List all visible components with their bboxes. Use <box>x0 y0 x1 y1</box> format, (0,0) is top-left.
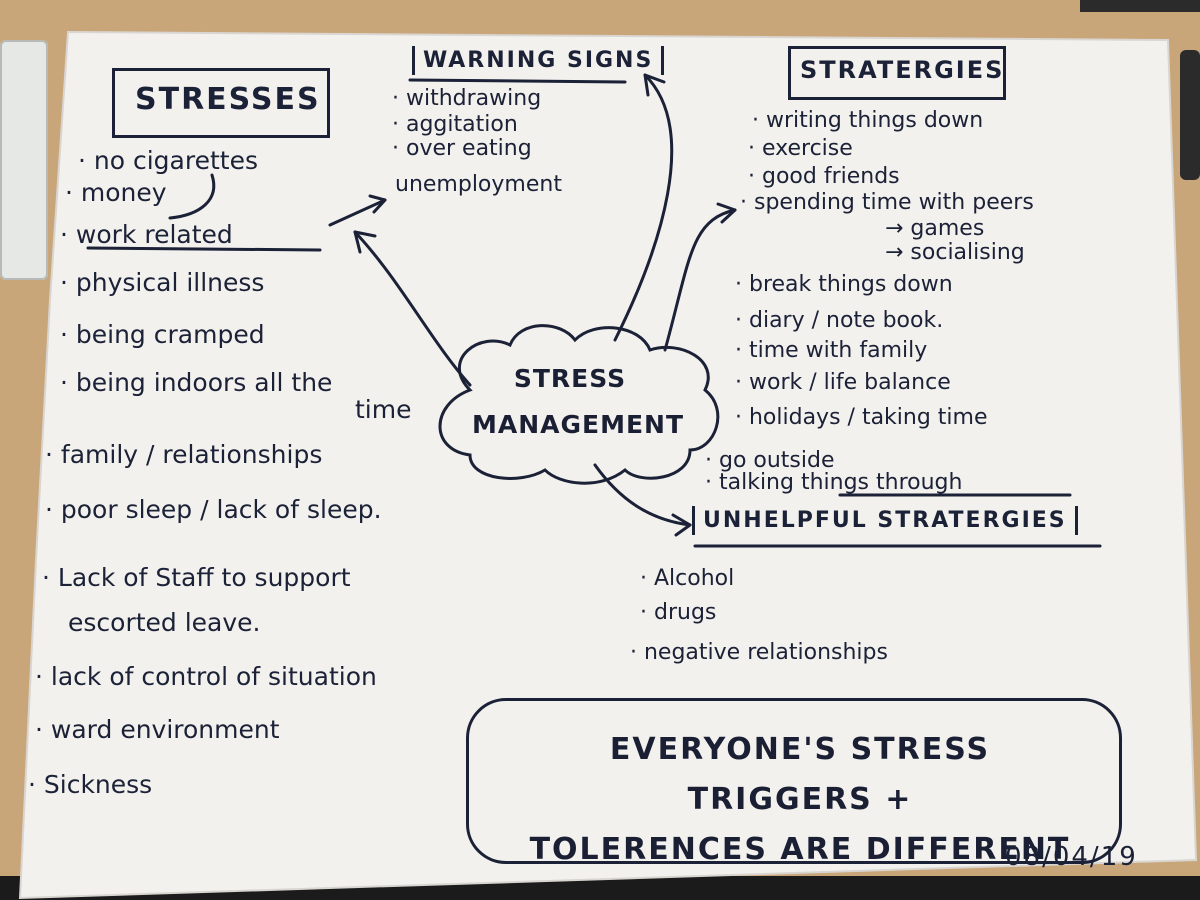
date-label: 08/04/19 <box>1005 842 1138 872</box>
unhelpful-item: · drugs <box>640 600 717 625</box>
stresses-item: · family / relationships <box>45 440 323 469</box>
strategy-item: · talking things through <box>705 470 963 495</box>
stresses-item: · no cigarettes <box>78 146 258 175</box>
note-text: EVERYONE'S STRESS TRIGGERS + TOLERENCES … <box>520 725 1080 875</box>
note-line1: EVERYONE'S STRESS TRIGGERS + <box>609 732 991 817</box>
stresses-item: · being indoors all the <box>60 368 333 397</box>
warning-sign-item: · aggitation <box>392 112 518 137</box>
stresses-title-box <box>112 68 330 138</box>
stresses-item: · ward environment <box>35 715 280 744</box>
stresses-item: · Lack of Staff to support <box>42 563 351 592</box>
stresses-item: · work related <box>60 220 233 249</box>
warning-sign-item: unemployment <box>395 172 562 197</box>
strategy-item: → socialising <box>885 240 1025 265</box>
center-title-line2: MANAGEMENT <box>471 410 685 439</box>
center-cloud <box>438 324 720 485</box>
stresses-item: time <box>355 395 412 424</box>
stresses-item: · physical illness <box>60 268 265 297</box>
strategies-title: STRATERGIES <box>800 56 1005 84</box>
strategies-title-box <box>788 46 1006 100</box>
stresses-item: · Sickness <box>28 770 153 799</box>
strategy-item: · diary / note book. <box>735 308 944 333</box>
strategy-item: · break things down <box>735 272 953 297</box>
warning-sign-item: · over eating <box>392 136 532 161</box>
unhelpful-item: · Alcohol <box>640 566 735 591</box>
stresses-item: · money <box>65 178 167 207</box>
strategy-item: · exercise <box>748 136 853 161</box>
strategy-item: · holidays / taking time <box>735 405 988 430</box>
note-line2: TOLERENCES ARE DIFFERENT <box>529 832 1071 867</box>
stresses-item: · poor sleep / lack of sleep. <box>45 495 382 524</box>
strategy-item: → games <box>885 216 985 241</box>
stresses-title: STRESSES <box>135 82 321 117</box>
unhelpful-title: UNHELPFUL STRATERGIES <box>692 506 1078 535</box>
desk-object-top-right <box>1080 0 1200 12</box>
strategy-item: · spending time with peers <box>740 190 1034 215</box>
strategy-item: · writing things down <box>752 108 984 133</box>
stresses-item: escorted leave. <box>68 608 261 637</box>
strategy-item: · time with family <box>735 338 928 363</box>
desk-object-right <box>1180 50 1200 180</box>
center-title-line1: STRESS <box>513 364 627 393</box>
warning-sign-item: · withdrawing <box>392 86 542 111</box>
stresses-item: · lack of control of situation <box>35 662 377 691</box>
warning-signs-title: WARNING SIGNS <box>412 46 665 75</box>
stresses-item: · being cramped <box>60 320 265 349</box>
desk-object-left <box>0 40 48 280</box>
unhelpful-item: · negative relationships <box>630 640 888 665</box>
note-box <box>466 698 1122 864</box>
strategy-item: · good friends <box>748 164 900 189</box>
strategy-item: · work / life balance <box>735 370 951 395</box>
strategy-item: · go outside <box>705 448 835 473</box>
